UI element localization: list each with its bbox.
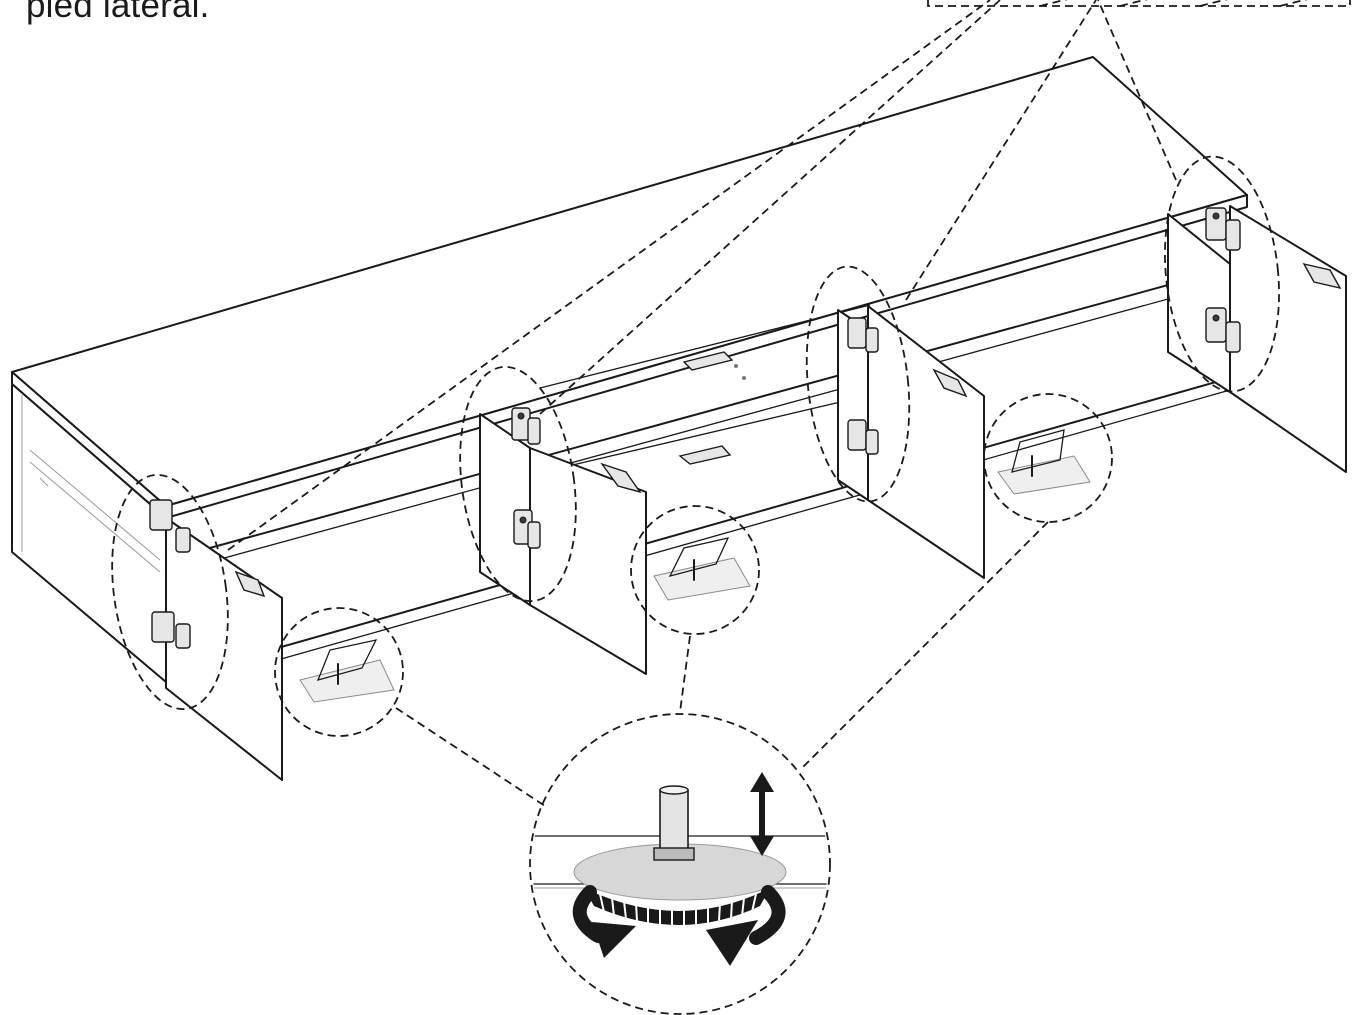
door-4	[1229, 205, 1347, 473]
door-3	[867, 305, 985, 579]
left-side-panel	[11, 383, 167, 683]
double-headed-vertical-arrow-icon	[750, 772, 774, 856]
leader-lines-detail	[395, 521, 1049, 809]
door-2	[529, 447, 647, 675]
rotate-counterclockwise-arrow-icon	[572, 885, 636, 958]
hinges	[149, 207, 1241, 649]
hinge-highlight-circles	[111, 155, 1280, 711]
callout-box-remnant	[927, 0, 1351, 7]
instruction-caption: pied latéral.	[26, 0, 210, 25]
leader-lines-top	[227, 0, 1177, 551]
adjustable-feet	[299, 429, 1091, 703]
door-1	[165, 517, 283, 781]
foot-adjustment-detail	[529, 713, 831, 1015]
rotate-clockwise-arrow-icon	[706, 885, 786, 966]
knurled-ring	[584, 888, 770, 925]
interior-shelves	[165, 267, 1231, 683]
middle-handles	[678, 351, 746, 465]
foot-highlight-circles	[274, 393, 1113, 737]
